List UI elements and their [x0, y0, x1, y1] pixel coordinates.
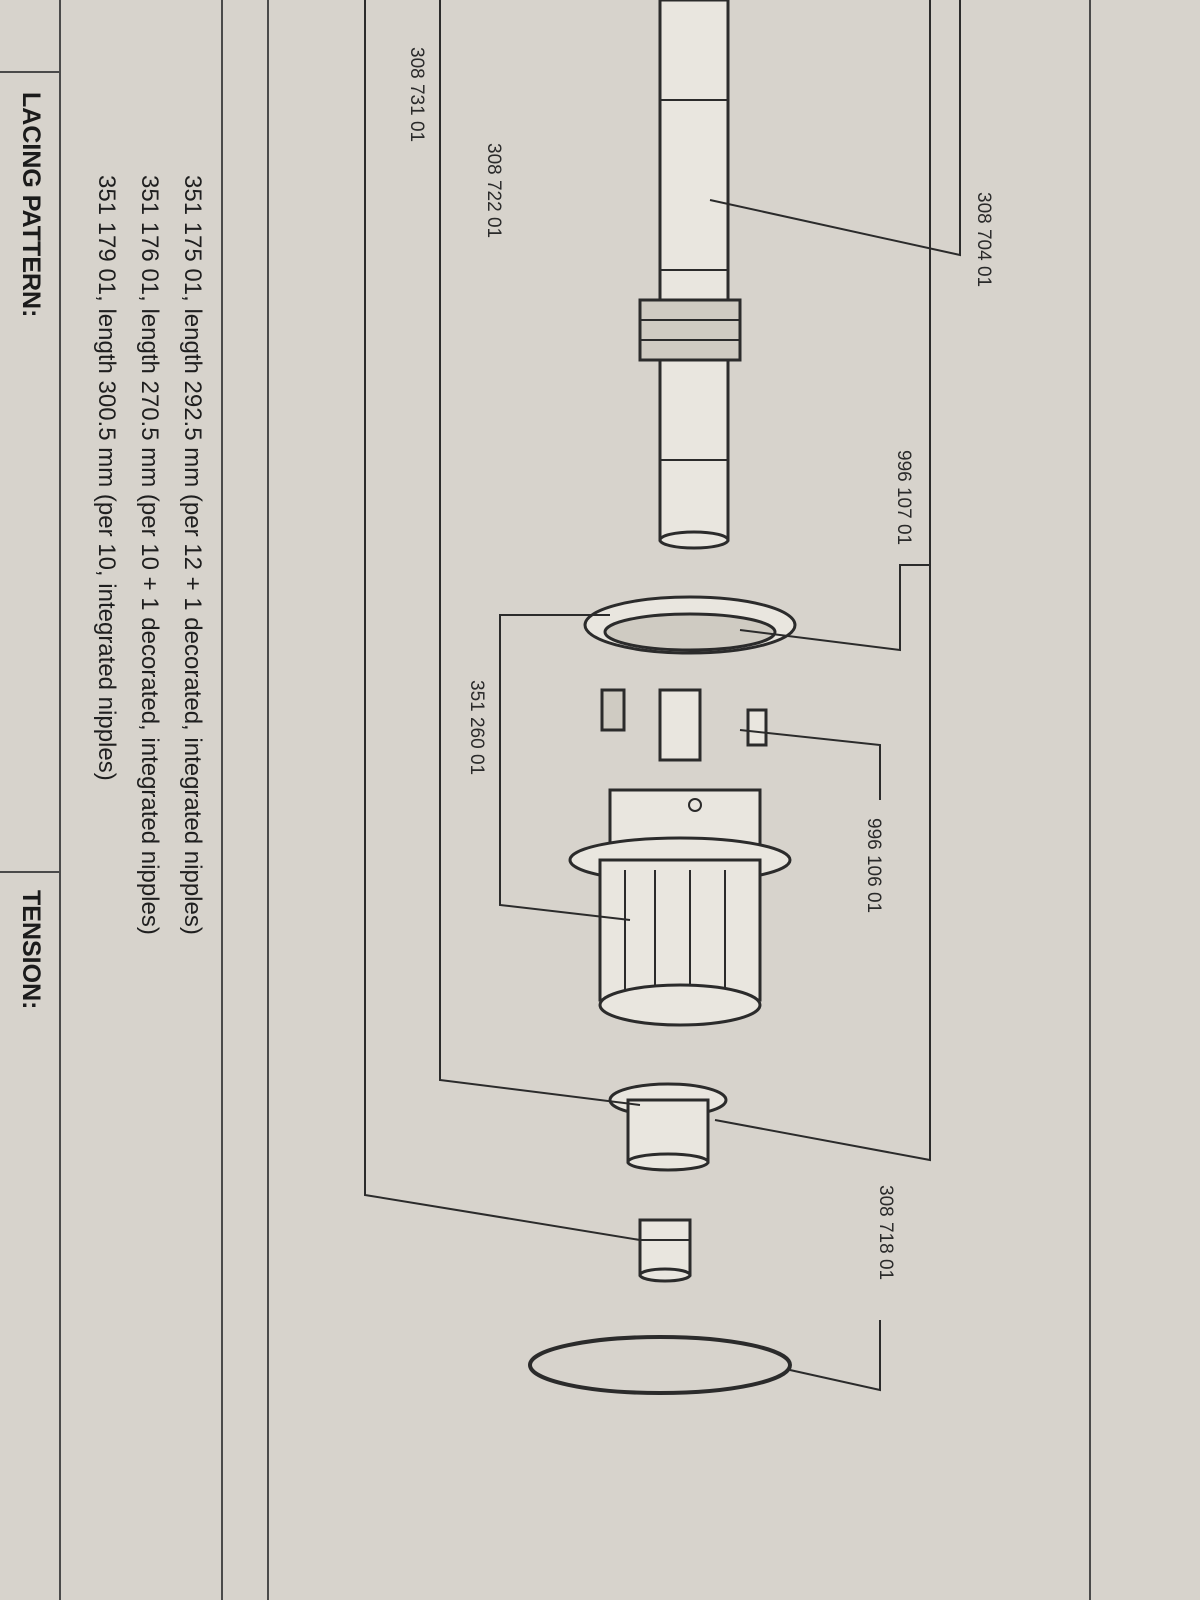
- end-cap-part: [638, 1218, 692, 1283]
- lacing-pattern-header: LACING PATTERN:: [17, 92, 45, 317]
- part-label-996-106-01: 996 106 01: [863, 818, 884, 913]
- spoke-spec-line: 351 176 01, length 270.5 mm (per 10 + 1 …: [136, 175, 163, 935]
- axle-part: [638, 0, 742, 550]
- part-label-308-718-01: 308 718 01: [875, 1185, 896, 1280]
- freehub-body-part: [568, 788, 792, 1027]
- leader-lines: [364, 0, 961, 1392]
- tension-header: TENSION:: [17, 890, 45, 1009]
- adapter-part: [608, 1082, 728, 1172]
- pawl-part: [600, 688, 768, 762]
- o-ring-part: [528, 1335, 792, 1395]
- part-label-308-704-01: 308 704 01: [973, 192, 994, 287]
- part-label-351-260-01: 351 260 01: [466, 680, 487, 775]
- part-label-308-731-01: 308 731 01: [406, 47, 427, 142]
- part-label-996-107-01: 996 107 01: [893, 450, 914, 545]
- part-label-308-722-01: 308 722 01: [483, 143, 504, 238]
- spoke-spec-line: 351 175 01, length 292.5 mm (per 12 + 1 …: [179, 175, 206, 935]
- spoke-spec-line: 351 179 01, length 300.5 mm (per 10, int…: [93, 175, 120, 781]
- seal-ring-part: [583, 595, 797, 655]
